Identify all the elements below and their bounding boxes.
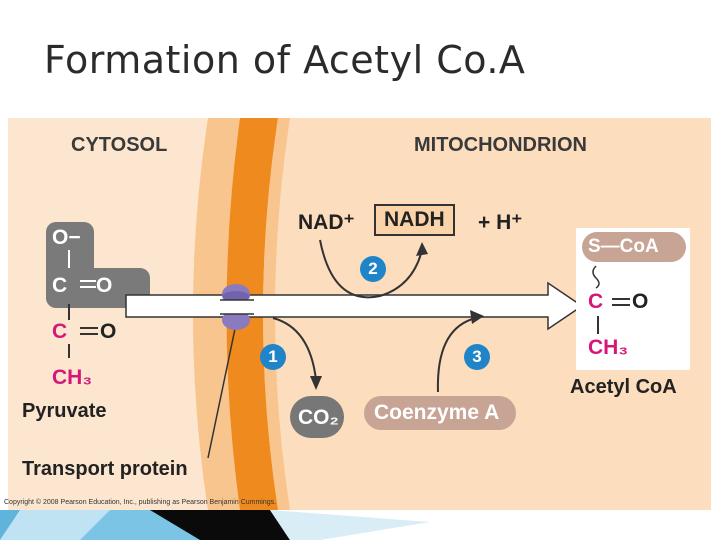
co2-badge [290,396,344,438]
step-1-badge: 1 [260,344,286,370]
coenzyme-a-badge [364,396,516,430]
nad-label: NAD⁺ [298,211,355,234]
pyruvate-c-middle: C [52,320,68,343]
pyruvate-c-top: C [52,274,68,297]
acetyl-o: O [632,290,649,313]
pathway-diagram: CYTOSOL MITOCHONDRION O− C O C O CH₃ Pyr… [8,118,711,510]
h-plus-label: + H⁺ [478,211,523,234]
acetyl-bonds [592,265,630,334]
transport-protein-icon [220,284,254,330]
acetyl-coa-name: Acetyl CoA [570,376,677,398]
step-3-badge: 3 [464,344,490,370]
coenzyme-a-label: Coenzyme A [374,401,500,424]
pyruvate-bonds [68,304,98,358]
s-coa-badge [582,232,686,262]
co2-label: CO₂ [298,406,339,429]
pyruvate-ch3-text: CH₃ [52,366,93,389]
pyruvate-ch3: CH₃ [52,366,92,390]
pyruvate-name: Pyruvate [22,400,107,422]
acetyl-ch3-text: CH₃ [588,336,629,359]
acetyl-ch3: CH₃ [588,336,628,360]
copyright-notice: Copyright © 2008 Pearson Education, Inc.… [4,499,277,506]
step-2-badge: 2 [360,256,386,282]
acetyl-c: C [588,290,604,313]
pyruvate-highlight [46,222,150,308]
pyruvate-o-middle: O [100,320,117,343]
pyruvate-o-top: O [96,274,113,297]
nadh-label: NADH [374,204,455,236]
slide-title: Formation of Acetyl Co.A [44,38,526,82]
pyruvate-o-minus: O− [52,226,81,249]
bottom-decoration [0,510,430,540]
transport-protein-label: Transport protein [22,458,188,480]
transport-arrow [125,239,584,459]
mitochondrion-label: MITOCHONDRION [414,134,587,156]
cytosol-label: CYTOSOL [71,134,168,156]
s-coa-label: S—CoA [588,236,659,257]
